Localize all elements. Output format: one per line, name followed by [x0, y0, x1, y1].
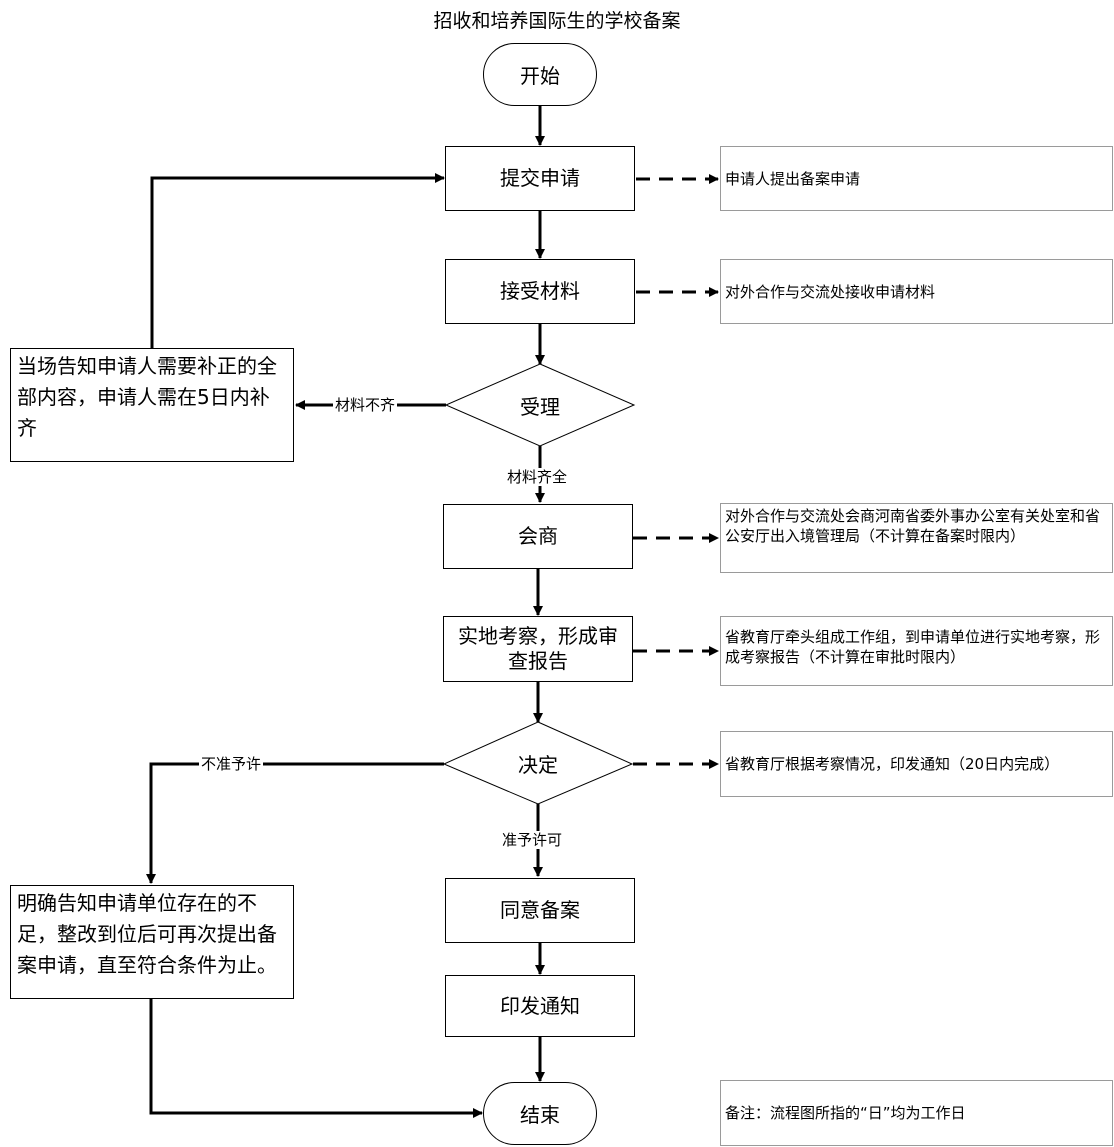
arrow-reject-to-end	[149, 998, 483, 1118]
accept-decision-label: 受理	[520, 394, 560, 419]
note-decide: 省教育厅根据考察情况，印发通知（20日内完成）	[720, 731, 1113, 797]
note-submit: 申请人提出备案申请	[720, 146, 1113, 211]
note-consult: 对外合作与交流处会商河南省委外事办公室有关处室和省公安厅出入境管理局（不计算在备…	[720, 503, 1113, 573]
supplement-box: 当场告知申请人需要补正的全部内容，申请人需在5日内补齐	[10, 348, 294, 462]
arrow-supplement-to-submit	[150, 173, 445, 348]
receive-node: 接受材料	[445, 259, 635, 324]
decide-decision-label: 决定	[518, 752, 558, 777]
end-node: 结束	[483, 1082, 597, 1145]
label-permitted: 准予许可	[500, 831, 565, 849]
note-receive: 对外合作与交流处接收申请材料	[720, 259, 1113, 324]
submit-node: 提交申请	[445, 146, 635, 211]
arrow-decide-to-reject	[146, 762, 444, 884]
agree-node: 同意备案	[445, 878, 635, 943]
label-not-permitted: 不准予许	[199, 755, 264, 773]
note-inspect: 省教育厅牵头组成工作组，到申请单位进行实地考察，形成考察报告（不计算在审批时限内…	[720, 616, 1113, 686]
note-remark: 备注：流程图所指的“日”均为工作日	[720, 1080, 1113, 1146]
start-node: 开始	[483, 43, 597, 106]
label-incomplete: 材料不齐	[333, 396, 398, 414]
consult-node: 会商	[443, 504, 633, 569]
decision-diamond-decide	[442, 721, 634, 805]
reject-box: 明确告知申请单位存在的不足，整改到位后可再次提出备案申请，直至符合条件为止。	[10, 885, 294, 999]
decision-diamond-accept	[444, 363, 636, 447]
diagram-title: 招收和培养国际生的学校备案	[433, 10, 681, 32]
inspect-node: 实地考察，形成审查报告	[443, 616, 633, 682]
label-complete: 材料齐全	[505, 468, 570, 486]
notify-node: 印发通知	[445, 975, 635, 1037]
